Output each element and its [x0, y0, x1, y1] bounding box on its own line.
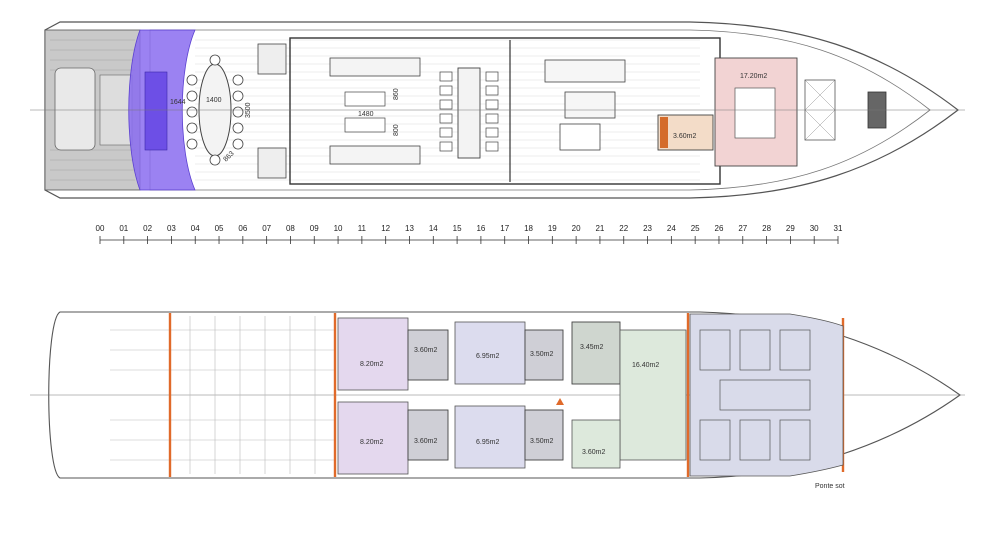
room-area-label: 3.60m2 — [673, 133, 696, 140]
ruler-tick-label: 16 — [476, 224, 485, 233]
cabin-mid-stbd — [454, 405, 526, 469]
bath-aft-port — [407, 329, 449, 381]
room-area-label: 8.20m2 — [360, 439, 383, 446]
ruler-tick-label: 03 — [167, 224, 176, 233]
salon-coffee-table-2 — [344, 117, 386, 133]
room-area-label: 17.20m2 — [740, 73, 767, 80]
room-area-label: 3.60m2 — [414, 347, 437, 354]
ruler-tick-label: 08 — [286, 224, 295, 233]
aft-sofa — [144, 71, 168, 151]
bath-fwd — [571, 321, 621, 385]
stairs — [559, 123, 601, 151]
engine-room-grid — [110, 316, 335, 474]
ruler-tick-label: 14 — [429, 224, 438, 233]
main-dining-table — [457, 67, 481, 159]
galley-counter — [544, 59, 626, 83]
ruler-tick-label: 31 — [834, 224, 843, 233]
aft-dining-chairs — [186, 54, 244, 166]
cabin-aft-port — [337, 317, 409, 391]
ruler-tick-label: 06 — [238, 224, 247, 233]
deck-name-label: Ponte sot — [815, 483, 845, 490]
dimension-label: 1400 — [206, 97, 222, 104]
ruler-tick-label: 04 — [191, 224, 200, 233]
ruler-tick-label: 29 — [786, 224, 795, 233]
bar-counter-top — [257, 43, 287, 75]
ruler-tick-label: 13 — [405, 224, 414, 233]
ruler-tick-label: 09 — [310, 224, 319, 233]
dimension-label: 3500 — [245, 102, 252, 118]
dimension-label: 1644 — [170, 99, 186, 106]
ruler-tick-label: 17 — [500, 224, 509, 233]
ruler-tick-label: 27 — [738, 224, 747, 233]
ruler-tick-label: 18 — [524, 224, 533, 233]
room-area-label: 3.50m2 — [530, 438, 553, 445]
dimension-label: 860 — [393, 88, 400, 100]
ruler-tick-label: 07 — [262, 224, 271, 233]
ruler-tick-label: 15 — [453, 224, 462, 233]
salon-coffee-table-1 — [344, 91, 386, 107]
galley-island — [564, 91, 616, 119]
ruler-tick-label: 01 — [119, 224, 128, 233]
bath-mid-stbd — [524, 409, 564, 461]
salon-sofa-bottom — [329, 145, 421, 165]
room-area-label: 16.40m2 — [632, 362, 659, 369]
cabin-aft-stbd — [337, 401, 409, 475]
room-area-label: 3.45m2 — [580, 344, 603, 351]
bar-counter-bottom — [257, 147, 287, 179]
upper-deck: 1644 1400 3500 1480 860 800 863 17.20m2 … — [30, 21, 965, 199]
ruler-tick-label: 10 — [334, 224, 343, 233]
ruler-tick-label: 26 — [715, 224, 724, 233]
ruler-tick-label: 30 — [810, 224, 819, 233]
ruler-tick-label: 25 — [691, 224, 700, 233]
ruler-tick-label: 20 — [572, 224, 581, 233]
ruler-tick-label: 11 — [358, 224, 367, 233]
dimension-label: 1480 — [358, 111, 374, 118]
crew-zone-fixtures — [699, 329, 811, 461]
ruler-tick-label: 12 — [381, 224, 390, 233]
cabin-mid-port — [454, 321, 526, 385]
ruler-tick-label: 21 — [595, 224, 604, 233]
ruler-tick-label: 22 — [619, 224, 628, 233]
salon-sofa-top — [329, 57, 421, 77]
bath-aft-stbd — [407, 409, 449, 461]
stair-arrow-icon — [556, 398, 564, 405]
ruler-tick-label: 23 — [643, 224, 652, 233]
ruler-tick-label: 05 — [215, 224, 224, 233]
room-area-label: 3.60m2 — [414, 438, 437, 445]
cabin-vip-bath — [571, 419, 621, 469]
ruler-tick-label: 02 — [143, 224, 152, 233]
ruler-tick-label: 24 — [667, 224, 676, 233]
head-room-accent — [660, 117, 668, 148]
room-area-label: 3.60m2 — [582, 449, 605, 456]
ruler-tick-label: 19 — [548, 224, 557, 233]
ruler-tick-label: 00 — [96, 224, 105, 233]
main-dining-chairs — [439, 71, 499, 152]
room-area-label: 6.95m2 — [476, 353, 499, 360]
cabin-vip — [619, 329, 687, 461]
foredeck-hatch-pattern — [804, 79, 836, 141]
stern-sunpad — [54, 67, 96, 151]
frame-ruler: 00 01 02 03 04 05 06 07 08 09 10 11 12 13 14 15 16 17 18 19… — [96, 224, 843, 244]
crew-zone — [689, 313, 844, 477]
ruler-tick-label: 28 — [762, 224, 771, 233]
room-area-label: 8.20m2 — [360, 361, 383, 368]
master-bed — [734, 87, 776, 139]
dimension-label: 800 — [393, 124, 400, 136]
room-area-label: 3.50m2 — [530, 351, 553, 358]
lower-deck: 8.20m2 8.20m2 3.60m2 3.60m2 6.95m2 6.95m… — [30, 311, 965, 490]
ruler-ticks: 00 01 02 03 04 05 06 07 08 09 10 11 12 13 14 15 16 17 18 19… — [96, 224, 843, 244]
bath-mid-port — [524, 329, 564, 381]
room-area-label: 6.95m2 — [476, 439, 499, 446]
